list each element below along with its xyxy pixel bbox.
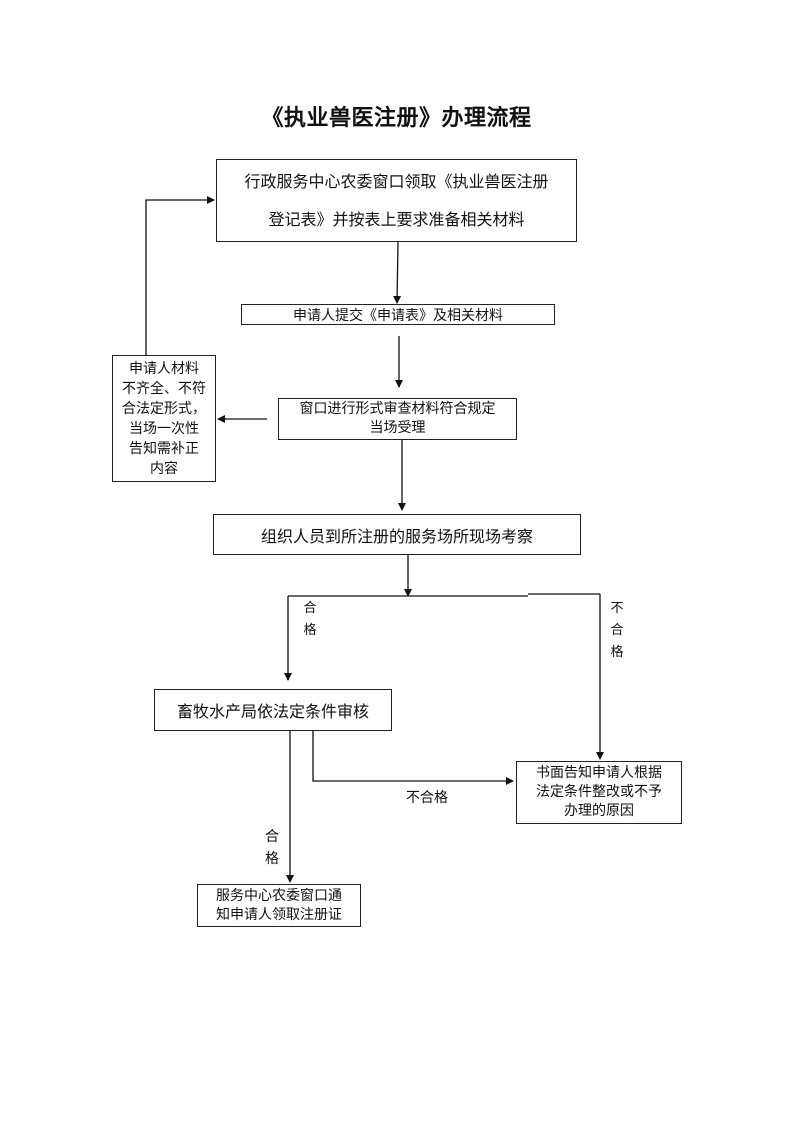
label-fail-1-c3: 格	[610, 645, 624, 660]
label-pass-1: 合 格	[302, 598, 318, 642]
label-fail-1-c1: 不	[610, 601, 624, 616]
step-notify-collect-certificate: 服务中心农委窗口通 知申请人领取注册证	[197, 884, 361, 927]
step-collect-registration-form-line1: 行政服务中心农委窗口领取《执业兽医注册	[244, 171, 549, 191]
step-notify-line1: 服务中心农委窗口通	[216, 887, 342, 904]
step-bureau-review-text: 畜牧水产局依法定条件审核	[176, 702, 369, 721]
step-site-inspection-text: 组织人员到所注册的服务场所现场考察	[260, 526, 533, 546]
incomplete-notice-line5: 告知需补正	[129, 440, 199, 457]
label-pass-1-c1: 合	[303, 601, 317, 616]
step-submit-application-text: 申请人提交《申请表》及相关材料	[293, 307, 503, 324]
written-notice-line2: 法定条件整改或不予	[536, 784, 662, 800]
label-pass-2: 合 格	[264, 826, 280, 870]
page-title: 《执业兽医注册》办理流程	[261, 105, 532, 131]
arrow-step1-to-step2	[393, 241, 402, 304]
step-collect-registration-form: 行政服务中心农委窗口领取《执业兽医注册 登记表》并按表上要求准备相关材料	[216, 159, 577, 242]
written-notice-line3: 办理的原因	[564, 803, 634, 819]
incomplete-notice-line3: 合法定形式，	[122, 400, 206, 417]
label-fail-1: 不 合 格	[609, 598, 625, 664]
label-fail-2: 不合格	[392, 787, 462, 807]
incomplete-notice-line4: 当场一次性	[129, 420, 199, 437]
written-rejection-notice: 书面告知申请人根据 法定条件整改或不予 办理的原因	[516, 761, 682, 824]
step-collect-registration-form-line2: 登记表》并按表上要求准备相关材料	[268, 209, 525, 229]
label-fail-2-text: 不合格	[406, 790, 448, 806]
arrow-step5-fail-to-written-notice	[312, 731, 514, 785]
step-formal-review: 窗口进行形式审查材料符合规定 当场受理	[278, 398, 517, 440]
incomplete-notice-line6: 内容	[150, 460, 178, 477]
step-site-inspection: 组织人员到所注册的服务场所现场考察	[213, 514, 581, 555]
label-pass-2-c2: 格	[265, 851, 279, 867]
step-notify-line2: 知申请人领取注册证	[216, 906, 342, 923]
label-pass-2-c1: 合	[265, 829, 279, 845]
incomplete-notice-line2: 不齐全、不符	[122, 380, 206, 397]
arrow-reject-notice-to-step1	[145, 196, 215, 355]
step-submit-application: 申请人提交《申请表》及相关材料	[241, 304, 555, 325]
incomplete-materials-notice: 申请人材料 不齐全、不符 合法定形式， 当场一次性 告知需补正 内容	[112, 355, 216, 482]
incomplete-notice-line1: 申请人材料	[129, 360, 199, 377]
step-formal-review-line2: 当场受理	[369, 420, 426, 436]
label-fail-1-c2: 合	[610, 623, 624, 638]
step-formal-review-line1: 窗口进行形式审查材料符合规定	[299, 401, 496, 417]
label-pass-1-c2: 格	[303, 623, 317, 638]
written-notice-line1: 书面告知申请人根据	[536, 765, 662, 781]
step-bureau-review: 畜牧水产局依法定条件审核	[154, 689, 392, 731]
